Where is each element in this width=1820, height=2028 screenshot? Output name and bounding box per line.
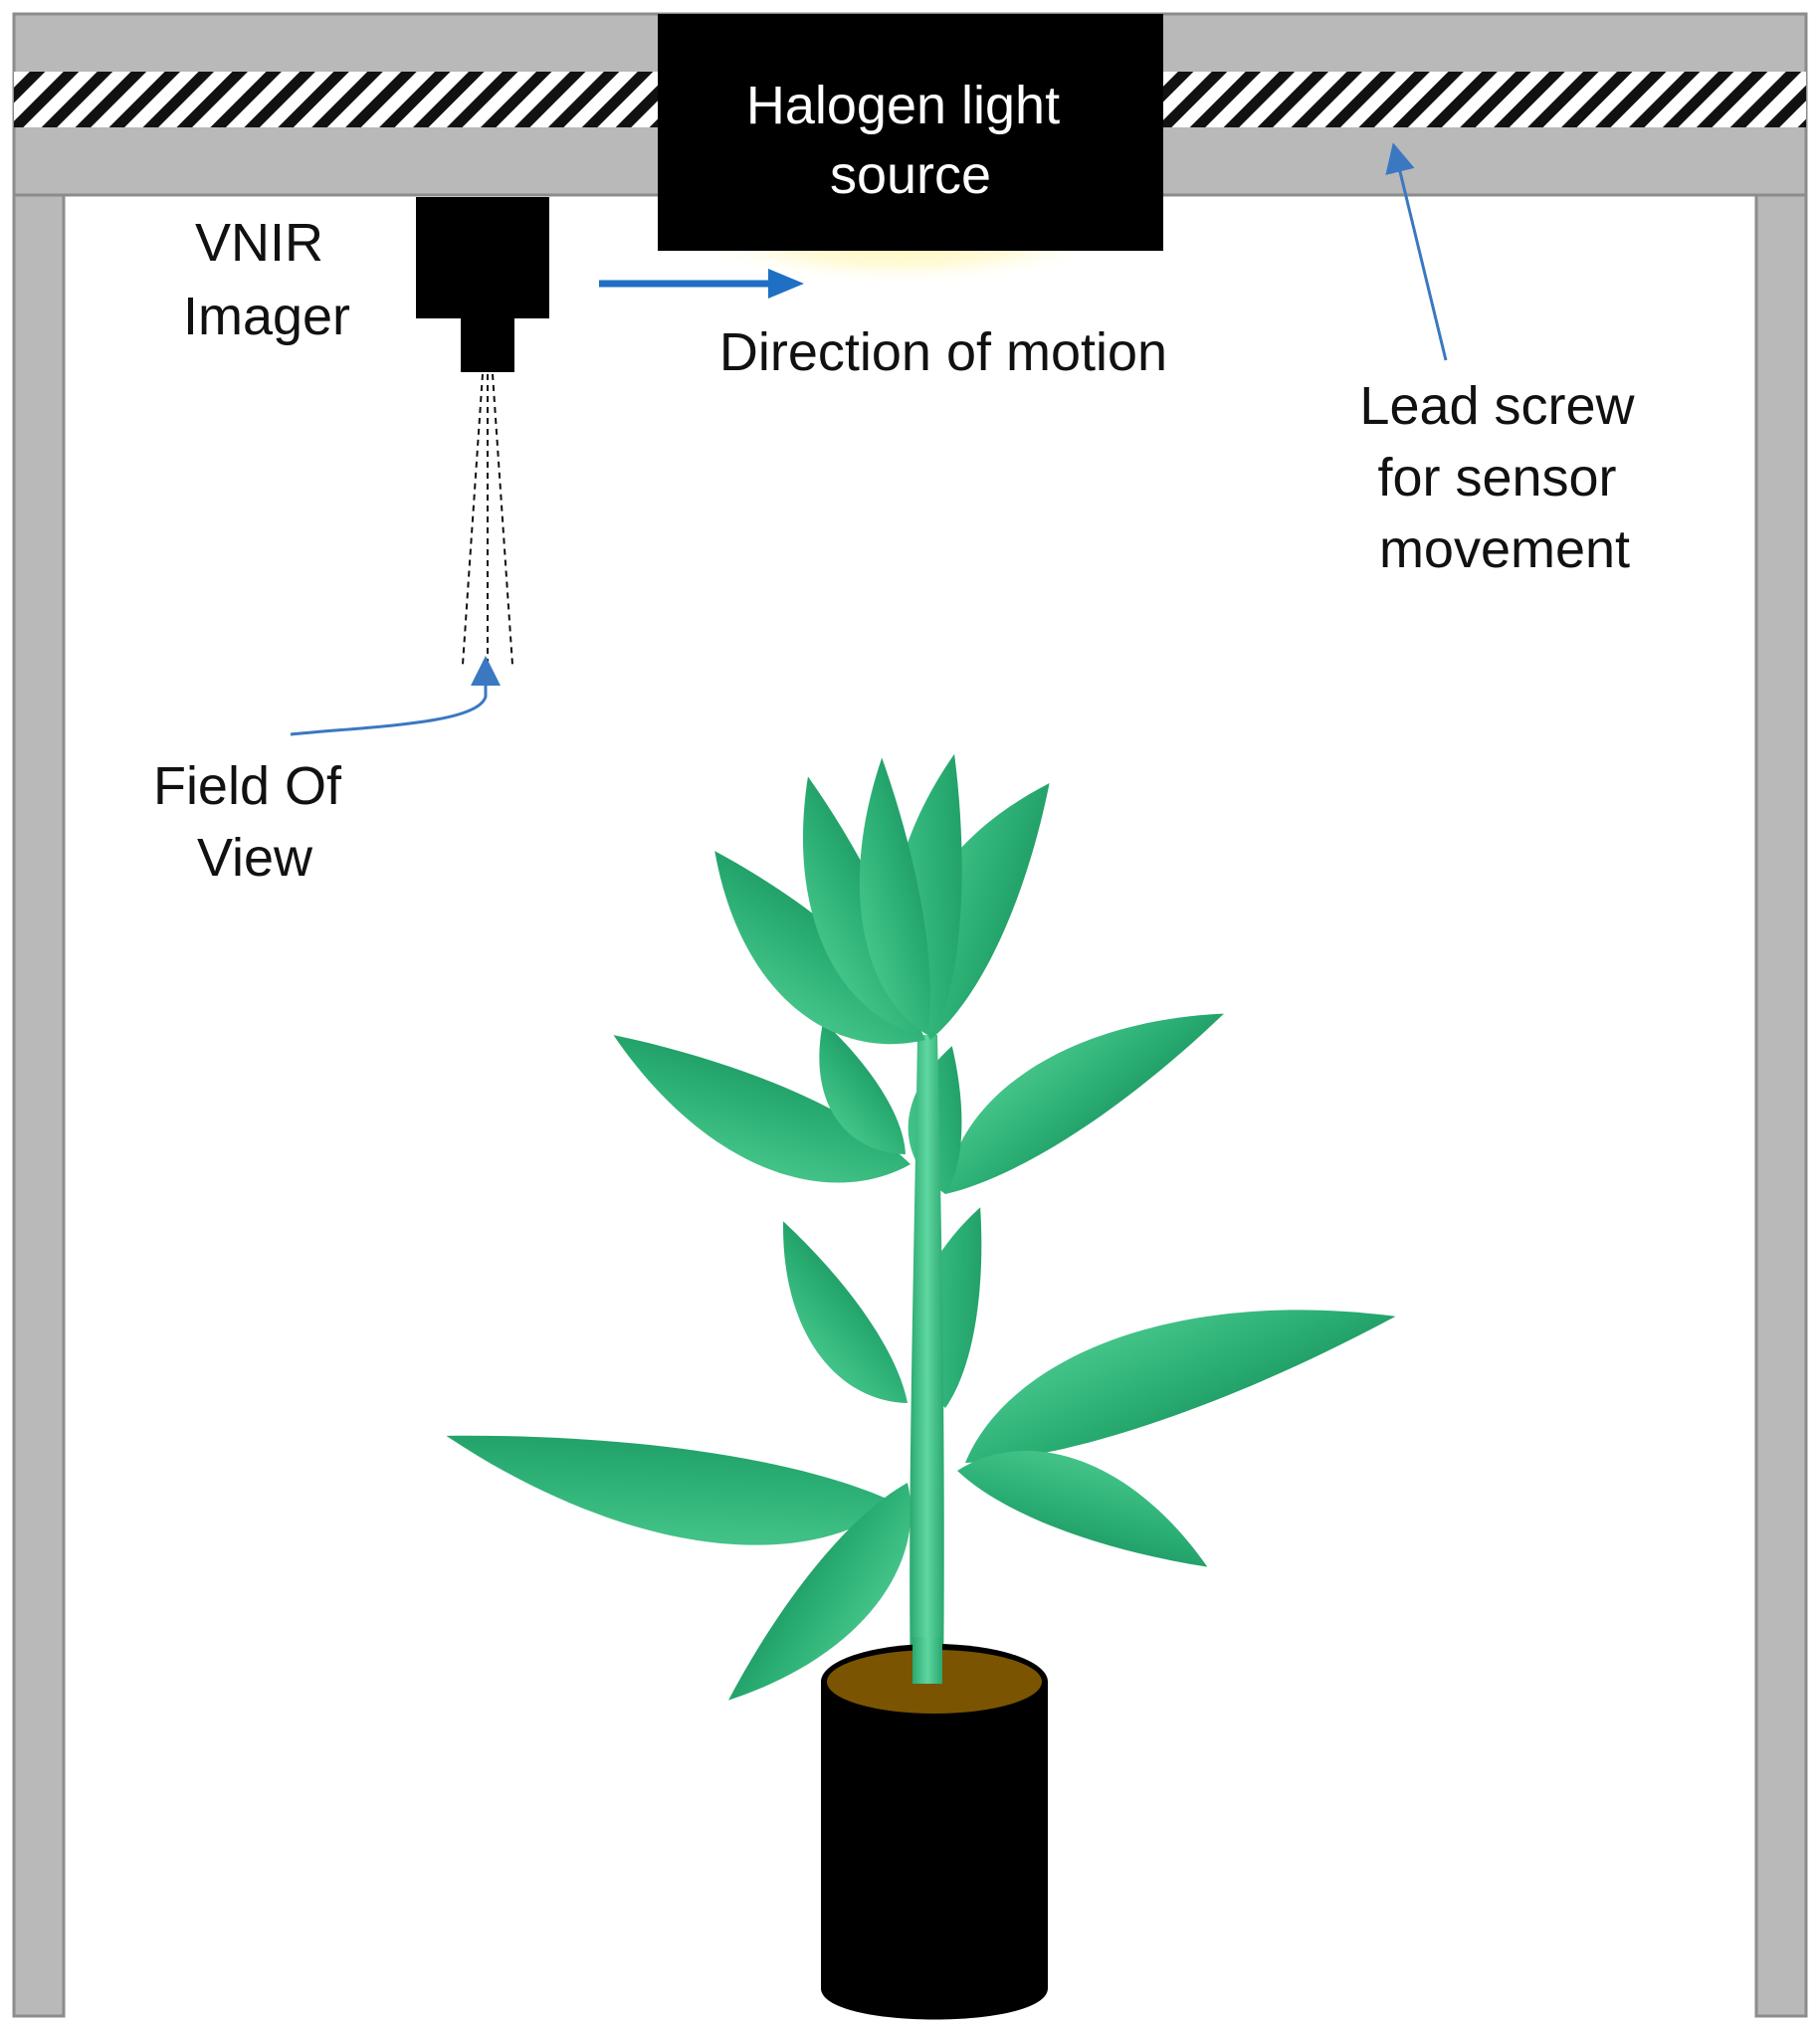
left-post xyxy=(12,193,66,2018)
pot-body xyxy=(821,1682,1048,2020)
imager-lens xyxy=(461,316,514,372)
svg-text:Lead screw for sensor: Lead screw for sensor movement xyxy=(1359,376,1649,579)
imager-body xyxy=(416,197,549,318)
lead-screw-label-line1: Lead screw xyxy=(1359,376,1635,436)
lead-screw-label-line2: for sensor xyxy=(1377,448,1616,507)
fov-label-line2: View xyxy=(197,828,313,888)
stem xyxy=(910,1035,944,1692)
imager-label-line2: Imager xyxy=(183,287,350,346)
fov-label-line1: Field Of xyxy=(153,756,342,816)
lead-screw-label-line3: movement xyxy=(1379,519,1630,579)
camera-icon xyxy=(416,197,549,372)
svg-text:VNIR Imager: VNIR Imager xyxy=(183,213,350,346)
light-label-line1: Halogen light xyxy=(746,76,1060,135)
plant-icon xyxy=(436,747,1409,1724)
leaf xyxy=(945,1277,1409,1470)
right-post xyxy=(1754,193,1808,2018)
light-label-line2: source xyxy=(830,145,991,205)
imager-label-line1: VNIR xyxy=(195,213,323,273)
direction-label: Direction of motion xyxy=(719,322,1167,382)
lamp-icon: Halogen light source xyxy=(658,14,1163,251)
leaf xyxy=(886,1198,1019,1410)
field-of-view-cone xyxy=(462,373,513,666)
stem-base xyxy=(912,1637,942,1684)
leaf xyxy=(910,982,1246,1200)
halogen-light-box xyxy=(658,14,1163,251)
svg-text:Halogen light source: Halogen light source xyxy=(746,76,1075,205)
leaf xyxy=(758,1204,912,1430)
fov-callout-arrow xyxy=(290,656,501,736)
pot-icon xyxy=(821,1637,1048,2020)
svg-text:Field Of View: Field Of View xyxy=(153,756,356,888)
direction-arrow xyxy=(599,269,804,299)
lead-screw-callout-arrow xyxy=(1385,142,1448,361)
